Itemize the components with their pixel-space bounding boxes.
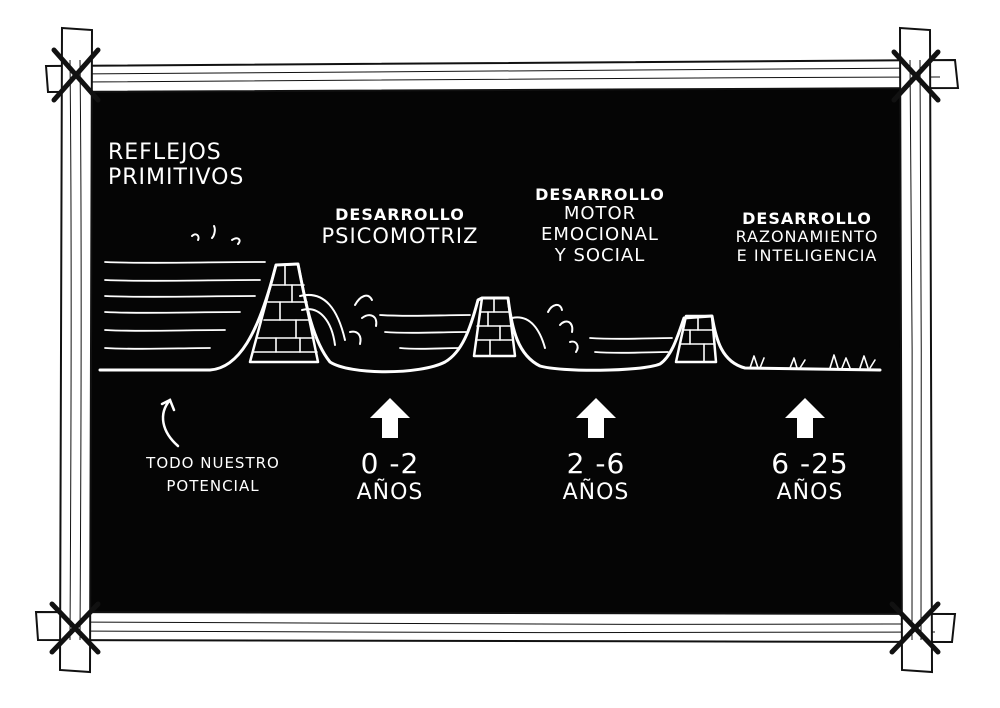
dam-3: [674, 314, 718, 364]
potential-line2: POTENCIAL: [166, 477, 260, 496]
splash-drops: [191, 225, 241, 245]
dam-1: [248, 262, 320, 364]
age-range-1-unit: AÑOS: [356, 480, 424, 506]
dam-1-title-line1: DESARROLLO: [335, 205, 465, 224]
curved-arrow-icon: [160, 398, 180, 448]
age-range-3-value: 6 -25: [771, 447, 849, 480]
primitive-reflexes-line2: PRIMITIVOS: [108, 165, 245, 191]
potential-label: TODO NUESTRO POTENCIAL: [128, 454, 298, 496]
dam-3-title-line2: RAZONAMIENTO: [735, 227, 879, 247]
primitive-reflexes-label: REFLEJOS PRIMITIVOS: [108, 140, 258, 191]
grass: [749, 354, 876, 369]
reservoir-2-water: [379, 314, 471, 350]
dam-2-title-line3: EMOCIONAL: [541, 224, 659, 246]
reservoir-1-water: [104, 261, 266, 350]
frame-left-post: [58, 26, 94, 674]
rope-ties: [49, 47, 941, 655]
dam-3-title: DESARROLLO RAZONAMIENTO E INTELIGENCIA: [712, 209, 902, 265]
age-range-1: 0 -2 AÑOS: [330, 447, 450, 506]
dam-2-title: DESARROLLO MOTOR EMOCIONAL Y SOCIAL: [510, 185, 690, 266]
dam-landscape: [98, 225, 882, 374]
primitive-reflexes-line1: REFLEJOS: [108, 140, 222, 165]
up-arrow-icon: [785, 398, 825, 438]
dam-2: [472, 296, 517, 358]
waterfall-2: [511, 304, 579, 353]
age-range-3-unit: AÑOS: [776, 480, 844, 506]
age-range-2-value: 2 -6: [566, 447, 626, 480]
waterfall-1: [299, 293, 378, 346]
age-range-1-value: 0 -2: [360, 447, 420, 480]
blackboard: [88, 86, 906, 614]
up-arrow-icon: [370, 398, 410, 438]
dam-2-title-line2: MOTOR: [563, 203, 637, 225]
potential-line1: TODO NUESTRO: [146, 454, 280, 472]
dam-2-title-line4: Y SOCIAL: [554, 244, 646, 266]
dam-2-title-line1: DESARROLLO: [535, 185, 665, 204]
dam-3-title-line1: DESARROLLO: [742, 209, 872, 228]
dam-3-title-line3: E INTELIGENCIA: [736, 245, 878, 265]
up-arrow-icon: [576, 398, 616, 438]
age-range-3: 6 -25 AÑOS: [745, 447, 875, 506]
dam-1-title-line2: PSICOMOTRIZ: [321, 224, 479, 249]
frame-bottom-plank: [34, 610, 957, 644]
dam-1-title: DESARROLLO PSICOMOTRIZ: [310, 205, 490, 249]
age-range-2-unit: AÑOS: [562, 480, 630, 506]
frame-top-plank: [44, 58, 960, 94]
frame-right-post: [898, 26, 934, 674]
age-range-2: 2 -6 AÑOS: [536, 447, 656, 506]
reservoir-3-water: [589, 337, 673, 354]
